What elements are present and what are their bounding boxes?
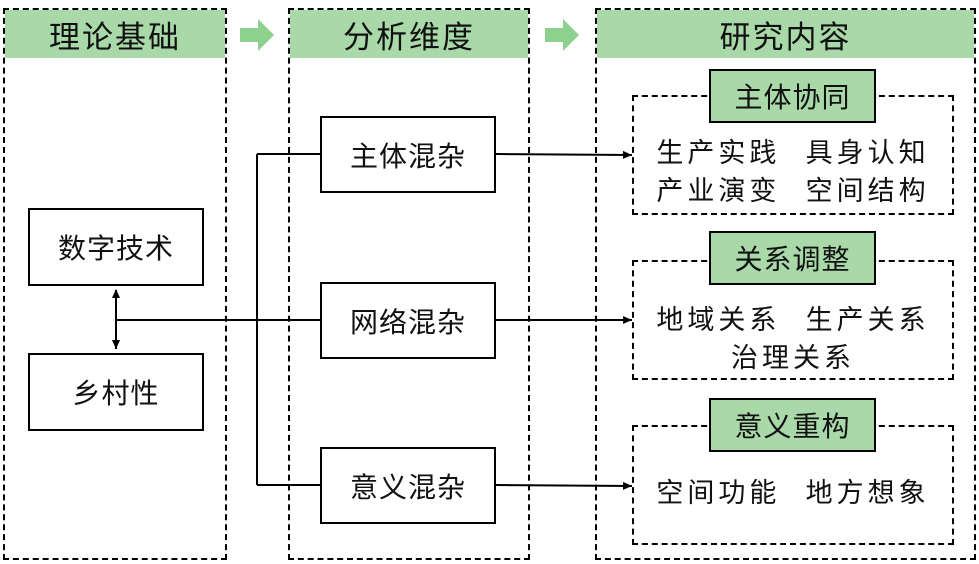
digital-tech-label: 数字技术 (57, 232, 174, 265)
network-hybrid-label: 网络混杂 (349, 305, 466, 339)
content-group-relation-line-1: 地域关系 生产关系 (656, 305, 930, 336)
network-hybrid-box: 网络混杂 (320, 282, 496, 359)
dimension-column: 分析维度 (288, 8, 530, 560)
subject-hybrid-label: 主体混杂 (349, 139, 466, 173)
theory-column-title: 理论基础 (49, 19, 181, 56)
content-group-meaning-line-1: 空间功能 地方想象 (656, 478, 930, 509)
content-group-relation: 地域关系 生产关系 治理关系 (632, 260, 954, 380)
content-column-title: 研究内容 (719, 19, 852, 56)
digital-tech-box: 数字技术 (28, 208, 204, 286)
header-arrow-1 (240, 19, 274, 51)
content-group-subject-line-1: 生产实践 具身认知 (656, 138, 930, 169)
meaning-hybrid-box: 意义混杂 (320, 447, 496, 524)
content-group-meaning-label: 意义重构 (709, 398, 876, 452)
rurality-box: 乡村性 (28, 353, 204, 431)
content-group-relation-label-text: 关系调整 (734, 243, 851, 276)
rurality-label: 乡村性 (72, 377, 160, 410)
content-group-subject-label: 主体协同 (709, 69, 876, 123)
content-group-subject-label-text: 主体协同 (734, 81, 851, 114)
content-group-subject: 生产实践 具身认知 产业演变 空间结构 (632, 95, 954, 215)
content-group-subject-line-2: 产业演变 空间结构 (656, 176, 930, 207)
theory-column: 理论基础 (3, 8, 227, 560)
subject-hybrid-box: 主体混杂 (320, 116, 496, 193)
dimension-column-title: 分析维度 (343, 19, 475, 56)
dimension-column-header: 分析维度 (290, 10, 528, 58)
content-group-relation-line-2: 治理关系 (731, 343, 855, 374)
header-arrow-2 (545, 19, 579, 51)
meaning-hybrid-label: 意义混杂 (349, 470, 466, 504)
content-group-meaning-label-text: 意义重构 (734, 410, 851, 443)
theory-column-header: 理论基础 (5, 10, 225, 58)
content-group-relation-label: 关系调整 (709, 231, 876, 285)
content-column-header: 研究内容 (597, 10, 974, 58)
content-column: 研究内容 (595, 8, 976, 560)
